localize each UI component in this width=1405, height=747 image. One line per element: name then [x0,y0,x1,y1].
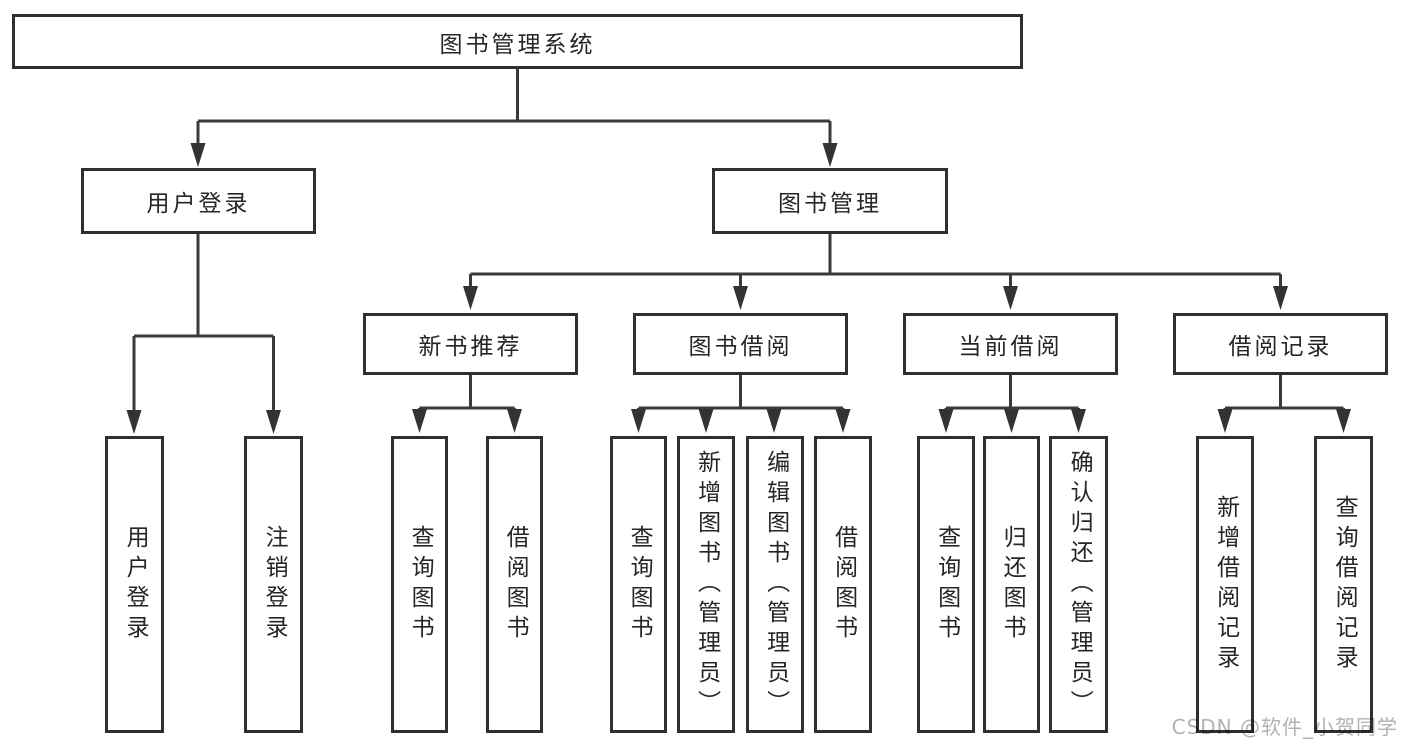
leaf-current-confirm-return-admin-label: 确认归还（管理员） [1066,449,1093,720]
node-new-book-recommendation: 新书推荐 [363,313,578,375]
leaf-current-query-books: 查询图书 [917,436,975,733]
leaf-records-query-record: 查询借阅记录 [1314,436,1373,733]
leaf-records-add-record: 新增借阅记录 [1196,436,1254,733]
node-current-borrowing: 当前借阅 [903,313,1118,375]
leaf-borrowing-borrow-books-label: 借阅图书 [830,524,857,645]
leaf-borrowing-edit-books-admin-label: 编辑图书（管理员） [762,449,789,720]
leaf-current-confirm-return-admin: 确认归还（管理员） [1049,436,1108,733]
leaf-recommend-query-books-label: 查询图书 [407,524,434,645]
leaf-recommend-query-books: 查询图书 [391,436,448,733]
leaf-logout: 注销登录 [244,436,303,733]
node-borrowing-records: 借阅记录 [1173,313,1388,375]
leaf-recommend-borrow-books-label: 借阅图书 [502,524,529,645]
node-library-management-system: 图书管理系统 [12,14,1023,69]
leaf-borrowing-query-books: 查询图书 [610,436,667,733]
leaf-borrowing-edit-books-admin: 编辑图书（管理员） [746,436,804,733]
leaf-records-query-record-label: 查询借阅记录 [1331,494,1358,675]
leaf-borrowing-query-books-label: 查询图书 [626,524,653,645]
node-user-login: 用户登录 [81,168,316,234]
leaf-borrowing-borrow-books: 借阅图书 [814,436,872,733]
leaf-records-add-record-label: 新增借阅记录 [1212,494,1239,675]
leaf-user-login: 用户登录 [105,436,164,733]
leaf-current-return-books-label: 归还图书 [999,524,1026,645]
csdn-watermark: CSDN @软件_小贺同学 [1171,715,1398,739]
leaf-user-login-label: 用户登录 [122,524,149,645]
leaf-logout-label: 注销登录 [261,524,288,645]
node-book-borrowing: 图书借阅 [633,313,848,375]
leaf-recommend-borrow-books: 借阅图书 [486,436,543,733]
leaf-borrowing-add-books-admin-label: 新增图书（管理员） [693,449,720,720]
node-book-management: 图书管理 [712,168,948,234]
leaf-current-return-books: 归还图书 [983,436,1040,733]
leaf-borrowing-add-books-admin: 新增图书（管理员） [677,436,735,733]
leaf-current-query-books-label: 查询图书 [933,524,960,645]
